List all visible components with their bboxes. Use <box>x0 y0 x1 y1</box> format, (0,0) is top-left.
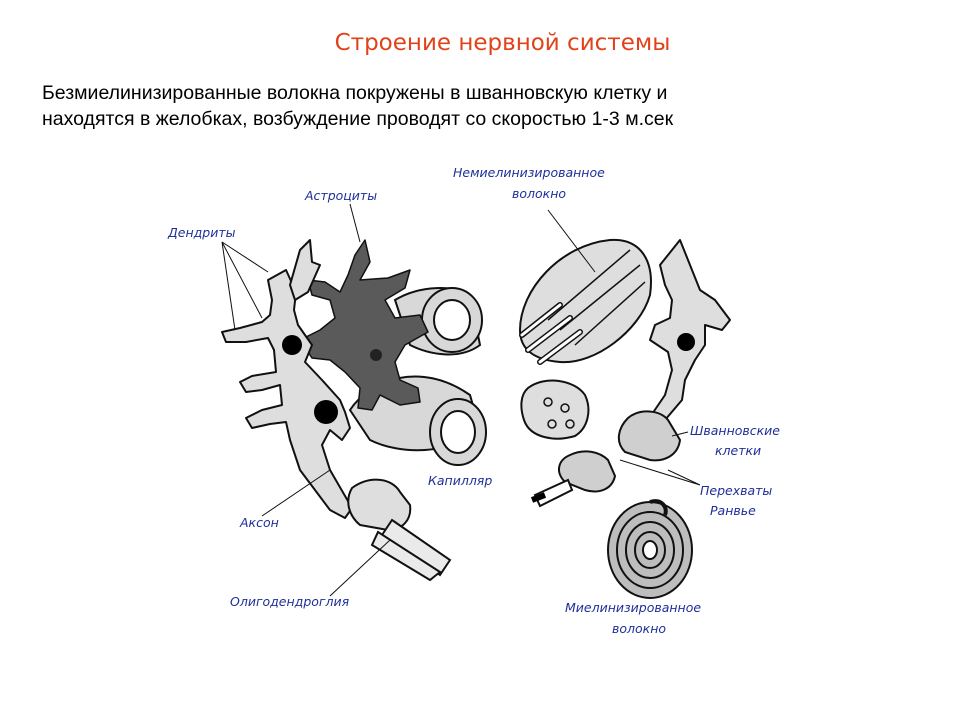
unmyelinated-fiber <box>519 238 652 365</box>
slide-title: Строение нервной системы <box>334 30 671 56</box>
neuron-left <box>221 239 353 519</box>
astrocyte <box>299 239 429 411</box>
myelinated-fiber-long <box>530 410 682 508</box>
slide-description: Безмиелинизированные волокна покружены в… <box>42 80 922 132</box>
label-ranvier-line2: Ранвье <box>710 503 756 518</box>
label-capillary: Капилляр <box>428 473 492 488</box>
unmyelinated-cross-section <box>520 379 590 440</box>
oligodendroglia-myelin <box>347 478 452 582</box>
label-dendrites: Дендриты <box>167 225 236 240</box>
myelinated-cross-section <box>607 499 693 599</box>
label-schwann-line2: клетки <box>715 443 761 458</box>
description-line-2: находятся в желобках, возбуждение провод… <box>42 108 674 130</box>
label-myelinated-line1: Миелинизированное <box>565 600 701 615</box>
label-myelinated-line2: волокно <box>612 621 666 636</box>
description-line-1: Безмиелинизированные волокна покружены в… <box>42 82 668 104</box>
label-axon: Аксон <box>239 515 279 530</box>
label-oligodendroglia: Олигодендроглия <box>230 594 350 609</box>
label-schwann-line1: Шванновские <box>690 423 780 438</box>
capillary <box>348 287 487 466</box>
label-unmyelinated-line2: волокно <box>512 186 566 201</box>
label-ranvier-line1: Перехваты <box>700 483 772 498</box>
label-unmyelinated-line1: Немиелинизированное <box>453 165 605 180</box>
label-astrocytes: Астроциты <box>304 188 377 203</box>
